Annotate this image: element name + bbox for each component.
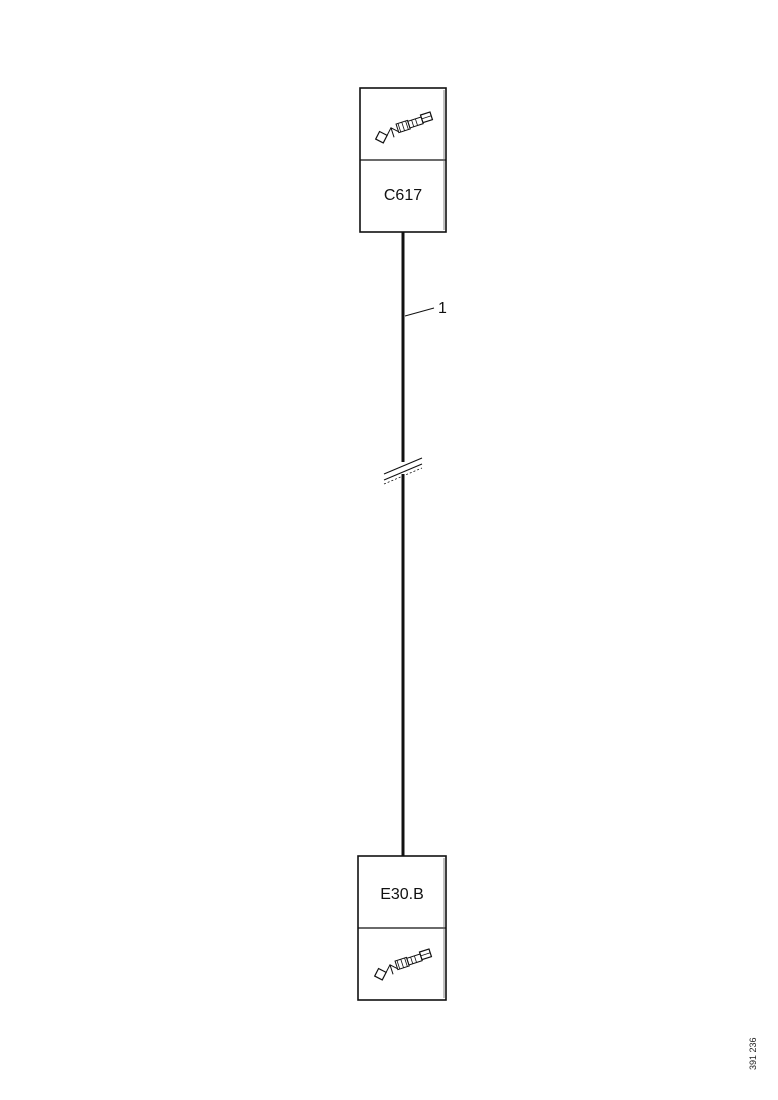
connector-top[interactable]: C617 <box>359 87 447 233</box>
wire-number-leader <box>404 307 435 317</box>
connector-top-label: C617 <box>384 187 422 204</box>
wire-1[interactable]: 1 <box>383 232 447 858</box>
wire-break-icon <box>383 457 423 485</box>
wire-number-label: 1 <box>438 300 447 317</box>
connector-bottom-label: E30.B <box>380 886 424 903</box>
terminal-pin-icon <box>374 111 434 144</box>
figure-code: 391 236 <box>748 1037 758 1070</box>
connector-bottom[interactable]: E30.B <box>357 855 447 1001</box>
terminal-pin-icon <box>373 948 433 981</box>
